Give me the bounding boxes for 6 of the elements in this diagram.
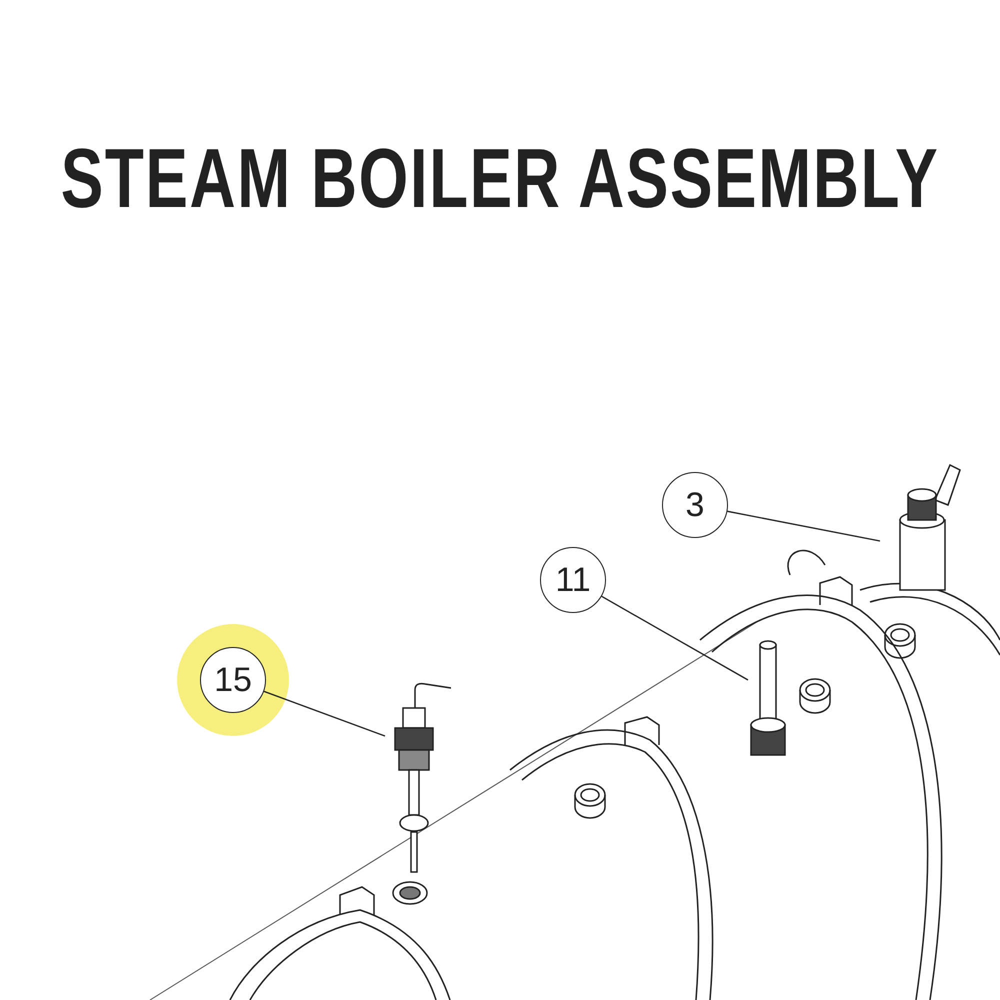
callout-number: 3 <box>662 472 728 538</box>
leader-line <box>264 690 386 737</box>
diagram-title: STEAM BOILER ASSEMBLY <box>60 130 940 227</box>
leader-line <box>727 510 880 542</box>
leader-line <box>601 596 748 681</box>
callout-number: 11 <box>540 547 606 613</box>
